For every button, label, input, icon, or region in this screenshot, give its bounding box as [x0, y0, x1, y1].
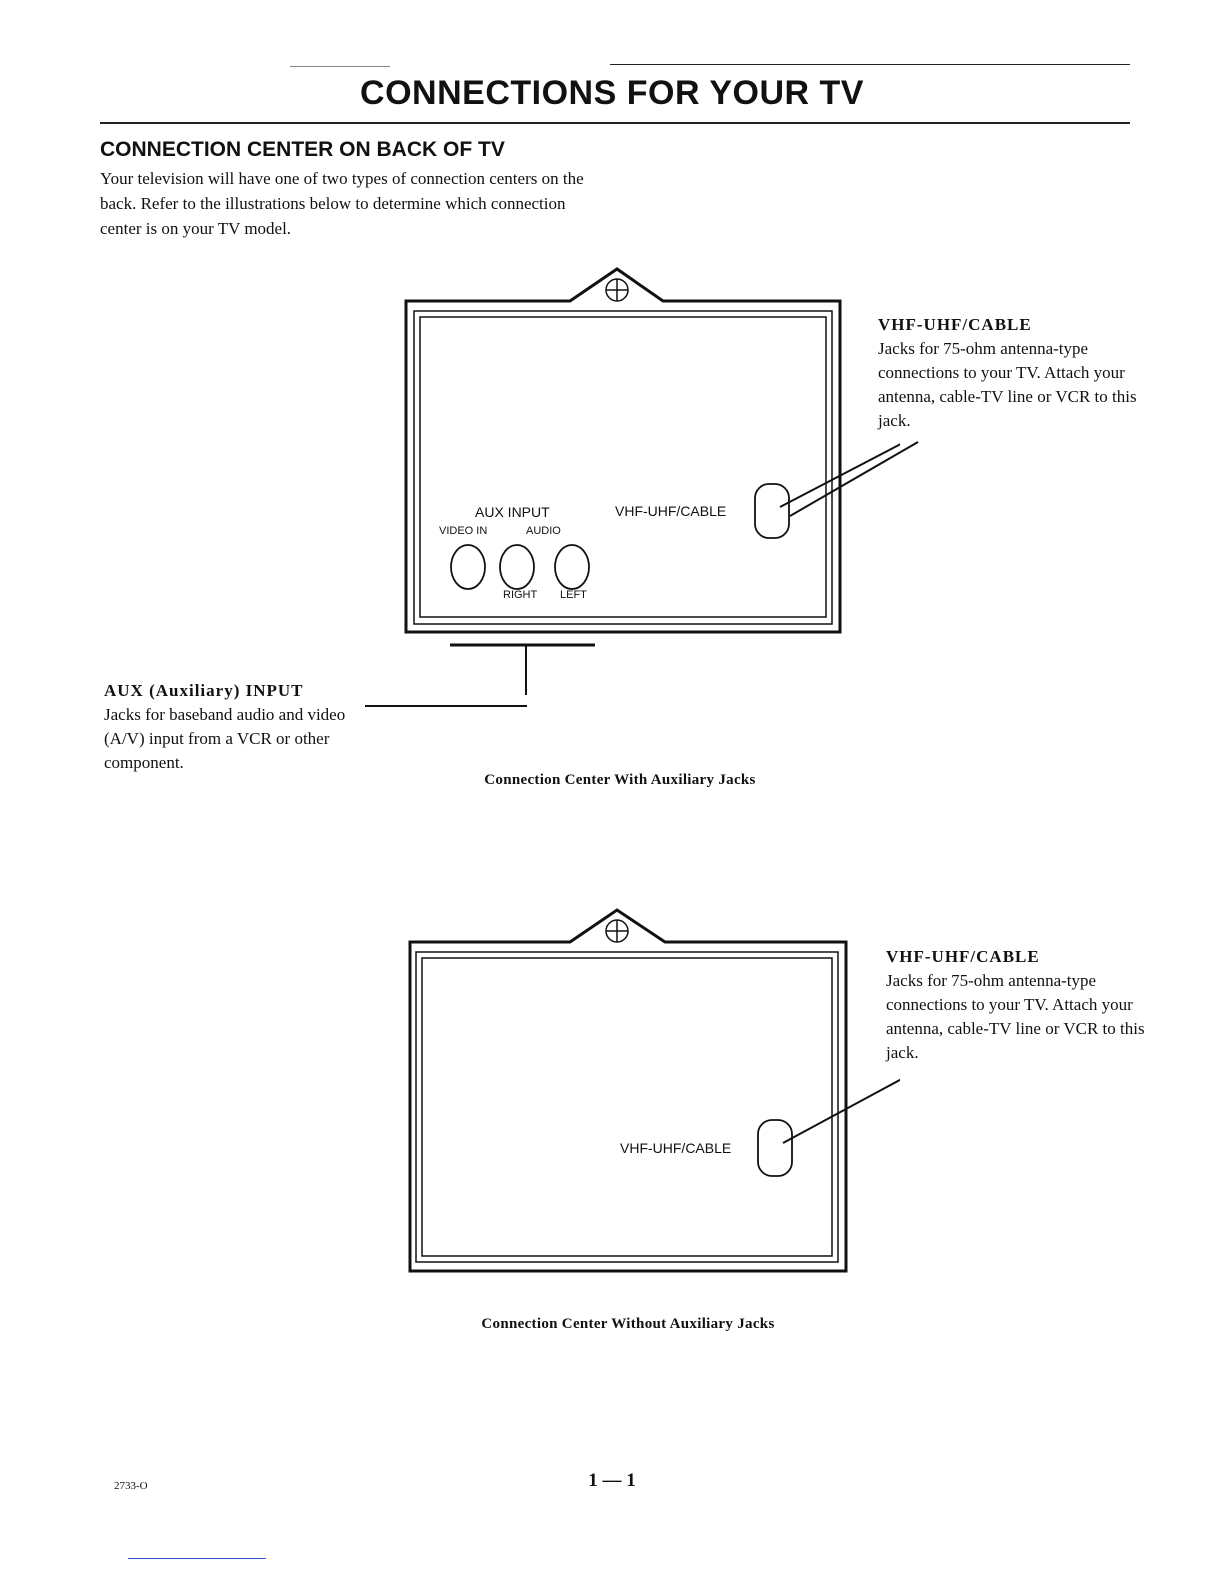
audio-label: AUDIO — [526, 525, 561, 537]
vhf-callout-2-body: Jacks for 75-ohm antenna-type connection… — [886, 971, 1145, 1062]
vhf-callout-2: VHF-UHF/CABLE Jacks for 75-ohm antenna-t… — [886, 945, 1146, 1065]
video-in-label: VIDEO IN — [439, 525, 487, 537]
tv-frame-inner — [415, 951, 839, 1263]
page-title: CONNECTIONS FOR YOUR TV — [360, 74, 864, 112]
vhf-callout-2-head: VHF-UHF/CABLE — [886, 947, 1040, 966]
screw-icon — [605, 919, 629, 943]
vhf-leader-line — [782, 1078, 900, 1144]
vhf-jack — [754, 483, 790, 539]
aux-callout-head: AUX (Auxiliary) INPUT — [104, 681, 304, 700]
vhf-jack-label: VHF-UHF/CABLE — [615, 503, 726, 519]
header-rule-top-left — [290, 66, 390, 67]
header-rule-bottom — [100, 122, 1130, 124]
page-number: 1 — 1 — [588, 1470, 636, 1491]
screw-icon — [605, 278, 629, 302]
footer-rule — [128, 1558, 266, 1559]
tv-frame-inner2 — [419, 316, 827, 618]
vhf-callout-1: VHF-UHF/CABLE Jacks for 75-ohm antenna-t… — [878, 313, 1138, 433]
aux-leader-horizontal — [365, 705, 527, 707]
vhf-leader-line — [779, 443, 900, 508]
audio-right-jack — [499, 544, 535, 590]
aux-input-label: AUX INPUT — [475, 504, 550, 520]
tv-back-diagram-no-aux: VHF-UHF/CABLE — [408, 908, 900, 1273]
audio-left-jack — [554, 544, 590, 590]
tv-frame-outer — [408, 908, 848, 1273]
tv-back-diagram-aux: AUX INPUT VIDEO IN AUDIO RIGHT LEFT VHF-… — [404, 267, 900, 695]
right-label: RIGHT — [503, 589, 538, 601]
vhf-leader-ext — [790, 441, 919, 517]
aux-callout: AUX (Auxiliary) INPUT Jacks for baseband… — [104, 679, 376, 775]
intro-paragraph: Your television will have one of two typ… — [100, 169, 584, 238]
tv-frame-inner2 — [421, 957, 833, 1257]
tv-frame-outer — [404, 267, 842, 634]
vhf-jack — [757, 1119, 793, 1177]
diagram1-caption: Connection Center With Auxiliary Jacks — [484, 772, 756, 788]
vhf-jack-label: VHF-UHF/CABLE — [620, 1140, 731, 1156]
video-in-jack — [450, 544, 486, 590]
vhf-callout-1-body: Jacks for 75-ohm antenna-type connection… — [878, 339, 1137, 430]
document-code: 2733-O — [114, 1480, 148, 1492]
aux-callout-body: Jacks for baseband audio and video (A/V)… — [104, 705, 346, 772]
tv-frame-inner — [413, 310, 833, 625]
section-heading: CONNECTION CENTER ON BACK OF TV — [100, 138, 505, 161]
header-rule-top — [610, 64, 1130, 65]
vhf-callout-1-head: VHF-UHF/CABLE — [878, 315, 1032, 334]
diagram2-caption: Connection Center Without Auxiliary Jack… — [481, 1316, 775, 1332]
left-label: LEFT — [560, 589, 587, 601]
